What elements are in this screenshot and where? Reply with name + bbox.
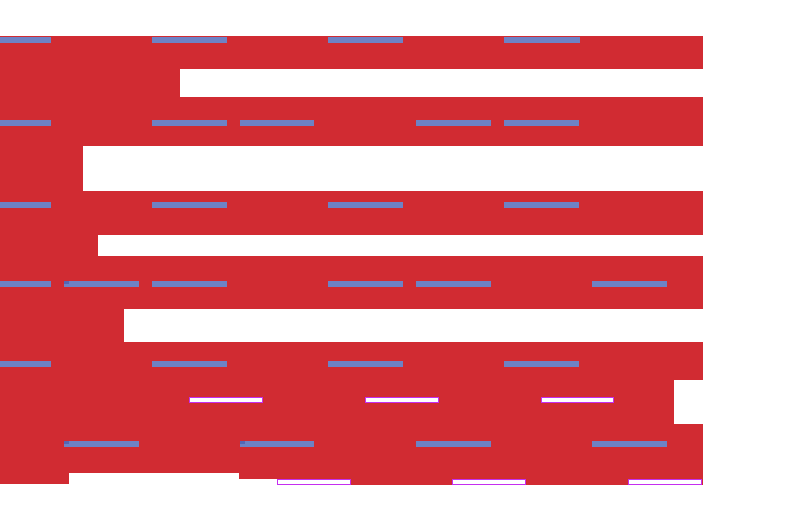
- magenta-outlined-bar: [277, 478, 351, 485]
- blue-link-bar: [504, 202, 579, 208]
- blue-link-bar: [504, 120, 579, 126]
- blue-link-bar: [592, 281, 667, 287]
- blue-link-bar: [0, 37, 51, 43]
- blue-link-bar: [240, 120, 314, 126]
- blue-bar-notch: [240, 441, 245, 444]
- blue-link-bar: [0, 361, 51, 367]
- magenta-outlined-bar: [365, 397, 439, 403]
- blue-link-bar: [416, 441, 491, 447]
- white-gap: [180, 69, 703, 97]
- magenta-outlined-bar: [189, 397, 263, 403]
- blue-link-bar: [64, 281, 139, 287]
- blue-bar-notch: [64, 281, 69, 284]
- blue-link-bar: [0, 281, 51, 287]
- white-gap: [674, 380, 703, 424]
- blue-link-bar: [152, 361, 227, 367]
- white-gap: [83, 146, 703, 191]
- blue-link-bar: [152, 37, 227, 43]
- white-gap: [124, 309, 703, 342]
- blue-link-bar: [416, 281, 491, 287]
- white-gap: [98, 235, 703, 256]
- blue-link-bar: [328, 281, 403, 287]
- blue-bar-notch: [64, 441, 69, 444]
- red-text-block: [0, 472, 69, 484]
- blue-link-bar: [152, 120, 227, 126]
- blue-link-bar: [592, 441, 667, 447]
- blue-link-bar: [0, 120, 51, 126]
- blue-link-bar: [504, 37, 580, 43]
- white-gap: [239, 479, 277, 486]
- blue-link-bar: [416, 120, 491, 126]
- blue-link-bar: [504, 361, 579, 367]
- blue-link-bar: [152, 202, 227, 208]
- blue-link-bar: [328, 361, 403, 367]
- blue-link-bar: [152, 281, 227, 287]
- magenta-outlined-bar: [541, 397, 614, 403]
- blue-link-bar: [0, 202, 51, 208]
- magenta-outlined-bar: [452, 478, 526, 485]
- blue-link-bar: [328, 202, 403, 208]
- blue-link-bar: [328, 37, 403, 43]
- blue-link-bar: [240, 441, 314, 447]
- magenta-outlined-bar: [628, 478, 702, 485]
- blue-link-bar: [64, 441, 139, 447]
